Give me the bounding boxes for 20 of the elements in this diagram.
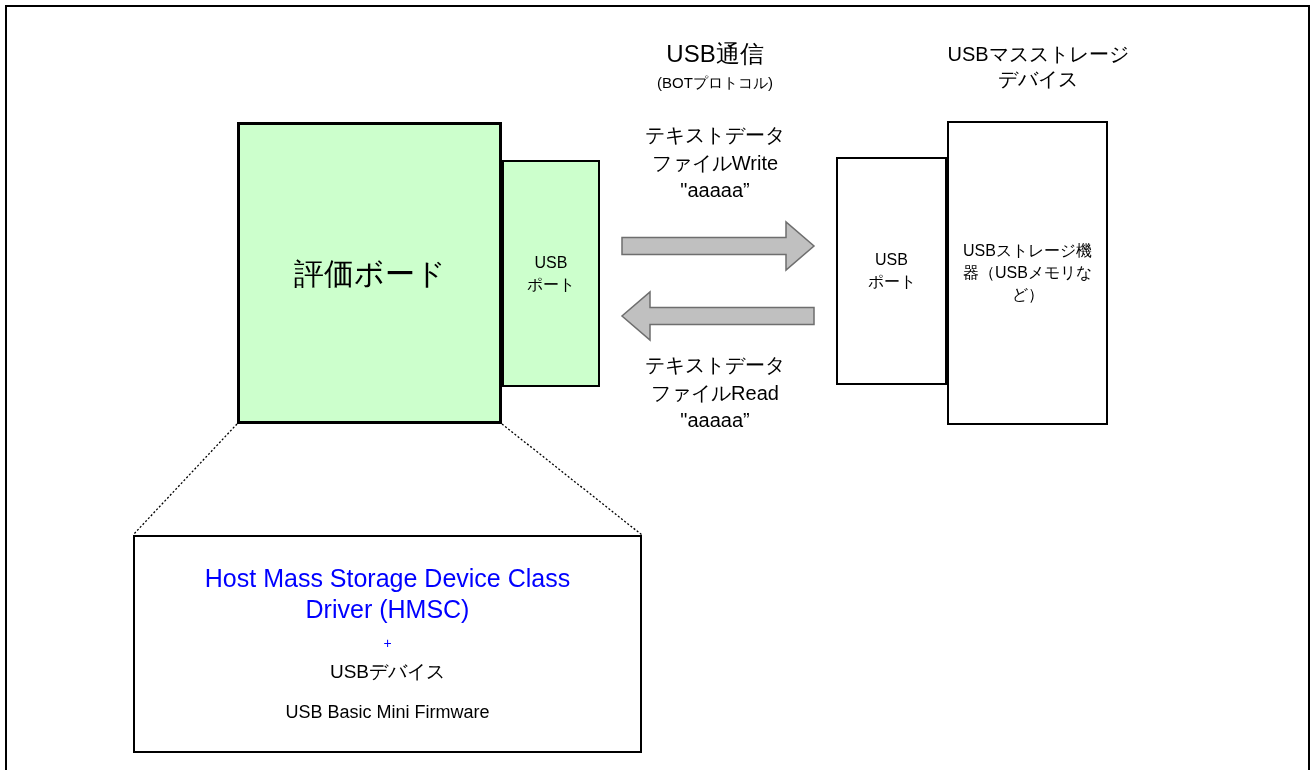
device-name: USBデバイス — [329, 660, 446, 684]
component-box — [237, 122, 502, 424]
zoom-line — [132, 423, 238, 536]
link-heading: USB通信 — [665, 39, 765, 69]
firmware-name: USB Basic Mini Firmware — [285, 700, 490, 724]
protocol-label: (BOTプロトコル) — [656, 73, 774, 93]
board-label: 評価ボード — [293, 255, 446, 292]
device-heading: USBマスストレージデバイス — [946, 42, 1130, 92]
device-label: USBストレージ機器（USBメモリなど） — [962, 241, 1093, 305]
zoom-line — [501, 423, 643, 536]
component-box — [502, 160, 600, 387]
driver-name: Host Mass Storage Device Class Driver (HMSC) — [203, 562, 572, 625]
port-label: USB ポート — [866, 250, 917, 292]
component-box — [836, 157, 947, 385]
component-box — [947, 121, 1108, 425]
block-arrow — [620, 290, 815, 342]
port-label: USB ポート — [526, 252, 576, 295]
component-box — [133, 535, 642, 753]
block-arrow — [621, 220, 816, 272]
plus-sign: + — [383, 634, 392, 653]
